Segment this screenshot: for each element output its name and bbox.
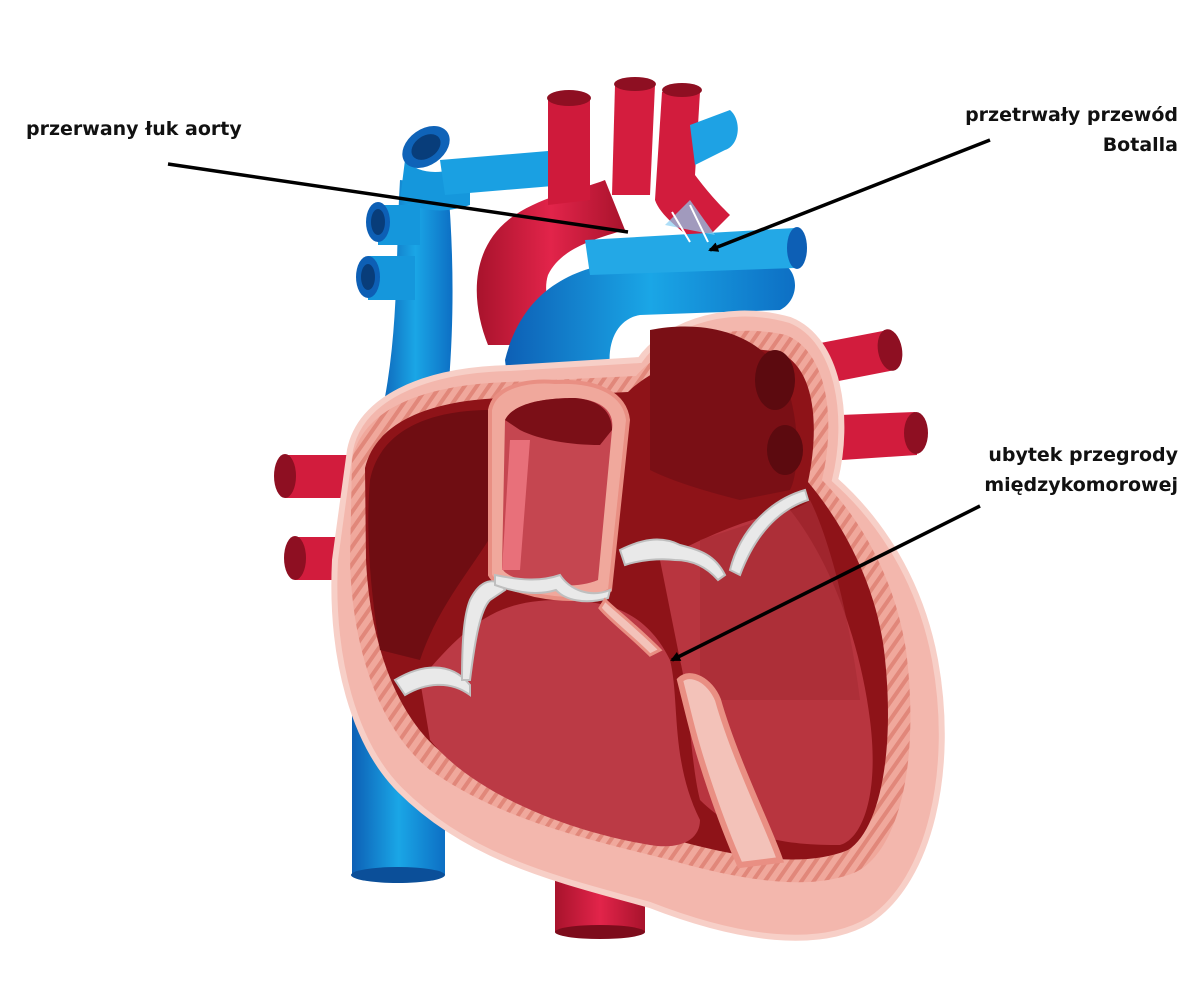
pointer-aortic-arch [167,162,629,234]
label-text-line1: ubytek przegrody [988,444,1178,466]
label-ventricular-septal-defect: ubytek przegrody międzykomorowej [984,440,1178,500]
label-text: przerwany łuk aorty [26,118,242,140]
pointer-ductus [708,138,991,252]
aorta [476,77,730,345]
pointer-vsd [670,504,981,662]
label-text-line2: Botalla [1102,134,1178,156]
label-text-line2: międzykomorowej [984,474,1178,496]
aortic-root [488,379,631,601]
chambers [368,326,873,869]
label-interrupted-aortic-arch: przerwany łuk aorty [26,114,242,144]
label-patent-ductus-arteriosus: przetrwały przewód Botalla [965,100,1178,160]
ductus-flow-arrows [671,204,709,243]
valves [393,488,810,697]
label-text-line1: przetrwały przewód [965,104,1178,126]
